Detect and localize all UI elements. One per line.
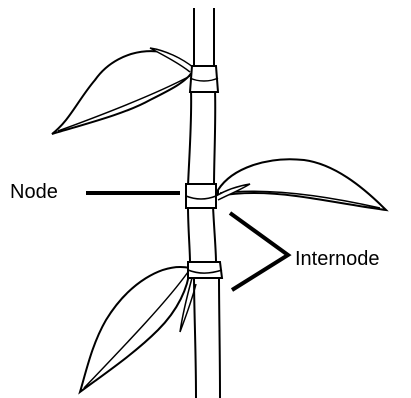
leaf-right	[215, 158, 389, 212]
stem-node-top	[188, 65, 220, 93]
internode-label: Internode	[295, 248, 380, 270]
bamboo-stem	[187, 8, 221, 398]
leaf-upper-left	[51, 47, 195, 135]
stem-node-middle	[185, 183, 217, 209]
leaf-lower-left	[78, 266, 197, 395]
node-label: Node	[10, 181, 58, 203]
internode-bracket	[228, 211, 292, 292]
stem-node-bottom	[187, 261, 224, 279]
